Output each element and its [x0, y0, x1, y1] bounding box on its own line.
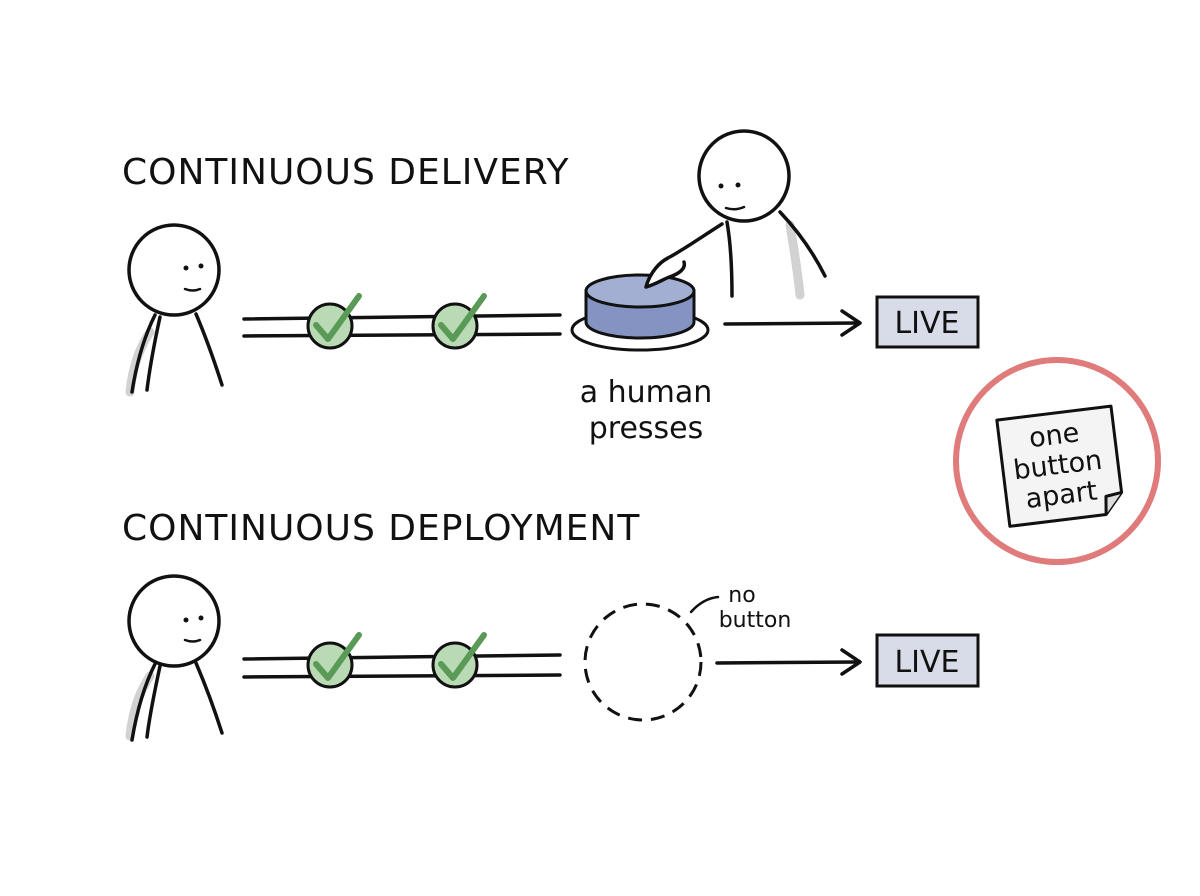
delivery-live-label: LIVE [894, 306, 959, 341]
deployment-check-stage-2-icon [431, 632, 487, 689]
delivery-title: CONTINUOUS DELIVERY [122, 152, 569, 193]
human-presses-caption-line1: a human [580, 375, 713, 410]
check-stage-1-icon [306, 293, 362, 350]
no-button-dashed-circle-icon [583, 595, 720, 722]
deployment-pipeline [242, 653, 562, 679]
human-presses-caption-line2: presses [589, 411, 704, 446]
deployment-live-label: LIVE [894, 645, 959, 680]
deployment-developer-figure-icon [125, 574, 224, 742]
no-button-note-line2: button [719, 608, 792, 633]
deployment-check-stage-1-icon [306, 632, 362, 689]
no-button-note-line1: no [728, 583, 755, 608]
release-button-icon [570, 273, 710, 352]
sticky-note-icon: one button apart [953, 357, 1161, 565]
developer-figure-icon [125, 223, 224, 397]
delivery-arrow-icon [723, 309, 862, 337]
delivery-live-box: LIVE [875, 295, 980, 349]
check-stage-2-icon [431, 293, 487, 350]
deployment-arrow-icon [715, 648, 862, 676]
deployment-live-box: LIVE [875, 633, 980, 688]
delivery-pipeline [242, 313, 562, 338]
deployment-title: CONTINUOUS DEPLOYMENT [122, 508, 640, 549]
operator-figure-icon [644, 129, 827, 300]
sticky-note-line1: one [1027, 417, 1081, 454]
